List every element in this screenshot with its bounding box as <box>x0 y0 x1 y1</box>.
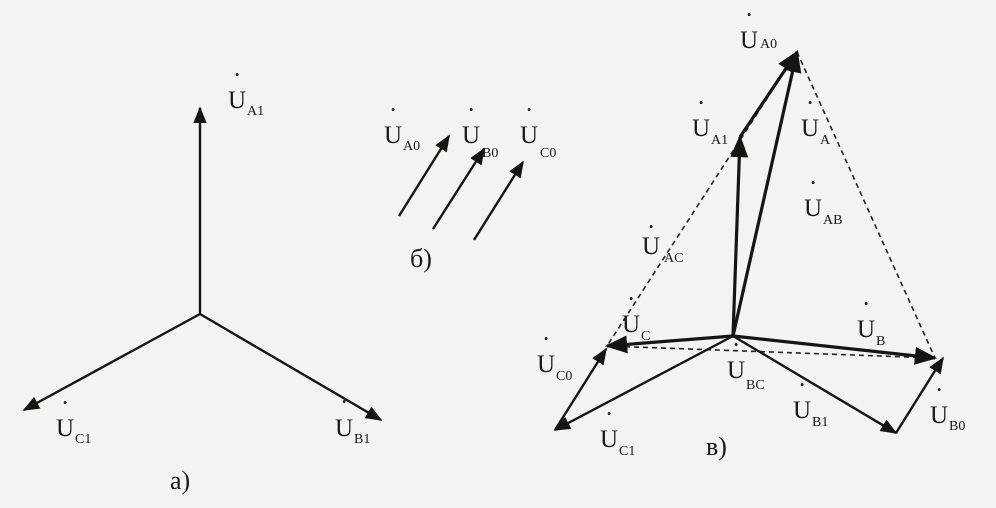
svg-text:A0: A0 <box>760 37 777 52</box>
svg-text:B: B <box>876 334 885 349</box>
svg-text:·: · <box>627 286 635 313</box>
svg-text:B1: B1 <box>354 432 370 447</box>
svg-text:·: · <box>389 97 397 124</box>
svg-text:·: · <box>467 97 475 124</box>
vector-ub0-c <box>894 356 945 434</box>
svg-text:·: · <box>798 372 806 399</box>
label-ub0-c: · U B0 <box>930 377 965 434</box>
svg-text:C1: C1 <box>619 444 635 459</box>
panel-a: · U A1 · U B1 · U C1 а) <box>22 62 383 495</box>
label-ua1: · U A1 <box>228 62 264 119</box>
label-uc1: · U C1 <box>56 390 91 447</box>
svg-text:U: U <box>600 426 618 453</box>
panel-c: · U A0 · U A1 · U A · U AB · U AC · U C <box>537 2 965 461</box>
vector-uc <box>604 334 734 354</box>
vector-uc0-c <box>553 347 608 431</box>
label-ub1: · U B1 <box>335 389 370 447</box>
label-ua1-c: · U A1 <box>692 90 728 148</box>
svg-text:AC: AC <box>664 251 683 266</box>
svg-text:B0: B0 <box>482 146 498 161</box>
label-ub-c: · U B <box>857 291 885 349</box>
svg-text:U: U <box>335 415 353 442</box>
svg-text:B0: B0 <box>949 419 965 434</box>
svg-text:·: · <box>745 2 753 29</box>
svg-text:U: U <box>622 311 640 338</box>
label-uc0-b: · U C0 <box>520 97 556 161</box>
svg-text:U: U <box>740 27 758 54</box>
svg-text:·: · <box>525 97 533 124</box>
svg-text:U: U <box>384 122 402 149</box>
vector-ub0-b <box>431 147 486 230</box>
svg-text:·: · <box>809 170 817 197</box>
label-ubc-c: · U BC <box>727 332 765 393</box>
label-uac-c: · U AC <box>642 214 683 266</box>
svg-text:U: U <box>804 195 822 222</box>
dashed-uab-line <box>796 51 936 359</box>
vector-uc1-c <box>553 334 734 432</box>
svg-text:B1: B1 <box>812 415 828 430</box>
svg-text:U: U <box>520 122 538 149</box>
label-ua-c: · U A <box>801 90 831 148</box>
svg-text:U: U <box>537 351 555 378</box>
label-uc1-c: · U C1 <box>600 401 635 459</box>
svg-text:C1: C1 <box>75 432 91 447</box>
vector-ua1-c <box>730 134 749 337</box>
caption-a: а) <box>170 466 190 495</box>
label-ua0-c: · U A0 <box>740 2 777 54</box>
label-ub1-c: · U B1 <box>793 372 828 430</box>
svg-text:C0: C0 <box>540 146 556 161</box>
svg-text:U: U <box>462 122 480 149</box>
dashed-ubc-line <box>606 345 936 359</box>
vector-ua0-b <box>397 134 451 217</box>
svg-text:A1: A1 <box>247 104 264 119</box>
svg-text:U: U <box>793 397 811 424</box>
svg-text:·: · <box>732 332 740 359</box>
svg-text:·: · <box>340 389 348 416</box>
svg-text:·: · <box>935 377 943 404</box>
svg-text:A1: A1 <box>711 133 728 148</box>
svg-text:U: U <box>930 402 948 429</box>
svg-text:·: · <box>61 390 69 417</box>
vector-ua <box>731 49 802 337</box>
svg-text:·: · <box>806 90 814 117</box>
svg-text:U: U <box>642 233 660 260</box>
label-uc-c: · U C <box>622 286 650 344</box>
vector-ua0-c <box>738 50 799 138</box>
svg-text:A0: A0 <box>403 139 420 154</box>
label-ua0-b: · U A0 <box>384 97 420 154</box>
svg-text:·: · <box>542 326 550 353</box>
svg-text:U: U <box>228 87 246 114</box>
label-uc0-c: · U C0 <box>537 326 572 384</box>
svg-text:U: U <box>857 316 875 343</box>
vector-uc1 <box>22 312 201 412</box>
svg-text:BC: BC <box>746 378 765 393</box>
svg-text:U: U <box>692 115 710 142</box>
label-uab-c: · U AB <box>804 170 842 228</box>
vector-uc0-b <box>472 160 525 241</box>
svg-text:C0: C0 <box>556 369 572 384</box>
svg-text:U: U <box>801 115 819 142</box>
svg-text:·: · <box>862 291 870 318</box>
caption-c: в) <box>706 432 727 461</box>
svg-text:A: A <box>820 133 831 148</box>
label-ub0-b: · U B0 <box>462 97 498 161</box>
vector-ub1 <box>199 312 383 422</box>
vector-ub1-c <box>732 334 898 435</box>
svg-text:·: · <box>647 214 655 241</box>
svg-text:·: · <box>697 90 705 117</box>
svg-text:AB: AB <box>823 213 842 228</box>
vector-ub <box>732 334 938 365</box>
panel-b: · U A0 · U B0 · U C0 б) <box>384 97 556 273</box>
caption-b: б) <box>410 244 432 273</box>
svg-text:U: U <box>56 415 74 442</box>
svg-text:U: U <box>727 357 745 384</box>
svg-text:·: · <box>605 401 613 428</box>
svg-text:C: C <box>641 329 650 344</box>
svg-text:·: · <box>233 62 241 89</box>
